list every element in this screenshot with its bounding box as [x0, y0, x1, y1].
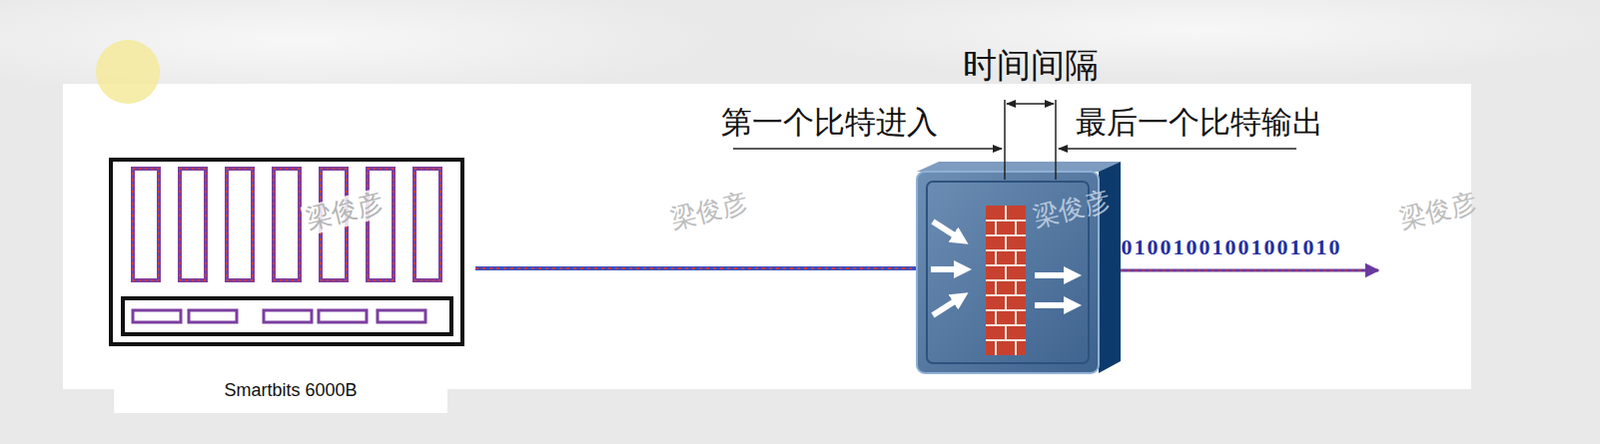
bit-stream: 01001001001001010 [1121, 234, 1343, 260]
link-cable [475, 266, 917, 271]
firewall-device [916, 161, 1121, 374]
annotation-text: 最后一个比特输出 [1075, 104, 1324, 141]
annotation-text: 第一个比特进入 [721, 104, 938, 141]
cursor-highlight [95, 39, 160, 104]
chassis-slots [122, 168, 452, 335]
output-arrow [1120, 269, 1379, 273]
device-label: Smartbits 6000B [223, 380, 357, 402]
label-panel [113, 357, 448, 414]
output-arrow-dash [1120, 270, 1365, 272]
link-cable-dash [475, 267, 917, 270]
device-box: Smartbits 6000B [108, 157, 465, 347]
interval-title: 时间间隔 [962, 45, 1099, 85]
background-spot [779, 0, 1600, 80]
white-panel [62, 83, 1472, 390]
